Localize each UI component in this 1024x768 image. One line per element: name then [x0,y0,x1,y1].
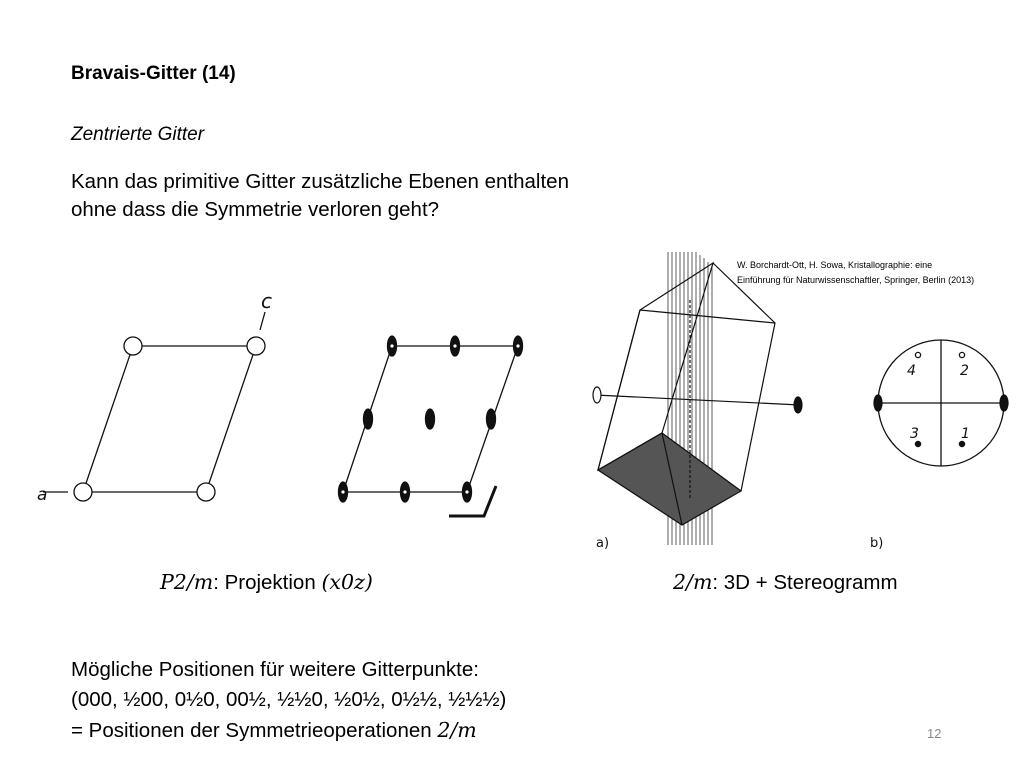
lattice-point [196,482,216,502]
caption-math-2: (x0z) [321,570,373,594]
twofold-3d-figure: a) [592,252,803,551]
pole-open [914,351,922,359]
lattice-point [246,336,266,356]
twofold-axis-symbol [424,408,436,430]
stereo-label-3: 3 [910,426,919,442]
subfigure-label-a: a) [596,536,609,551]
twofold-axis-symbol [873,394,883,412]
pole-open [958,351,966,359]
slide-subtitle: Zentrierte Gitter [71,124,205,145]
caption-text: : 3D + Stereogramm [712,571,898,594]
stereogram-figure: 4 2 3 1 b) [870,339,1009,551]
positions-conclusion: = Positionen der Symmetrieoperationen 2/… [71,716,477,745]
shaded-base [596,432,743,526]
twofold-axis-symbol [592,386,602,404]
citation-line-1: W. Borchardt-Ott, H. Sowa, Kristallograp… [737,260,933,270]
twofold-axis-symbol [793,396,803,414]
caption-math: 2/m [673,570,713,594]
question-line-2: ohne dass die Symmetrie verloren geht? [71,198,440,221]
lattice-point [73,482,93,502]
axis-label-c: c [261,289,272,313]
positions-heading: Mögliche Positionen für weitere Gitterpu… [71,658,479,681]
twofold-axis-symbol [485,408,497,430]
caption-3d: 2/m: 3D + Stereogramm [673,570,898,595]
conclusion-math: 2/m [437,718,477,742]
stereo-label-4: 4 [907,363,916,379]
slide-title: Bravais-Gitter (14) [71,63,236,84]
positions-list: (000, ½00, 0½0, 00½, ½½0, ½0½, 0½½, ½½½) [71,688,507,711]
twofold-axis-symbol [362,408,374,430]
p2m-projection-figure [337,335,524,518]
subfigure-label-b: b) [870,536,883,551]
mirror-plane-symbol [449,485,498,518]
caption-projection: P2/m: Projektion (x0z) [160,570,373,595]
citation-line-2: Einführung für Naturwissenschaftler, Spr… [737,275,975,285]
stereo-label-1: 1 [961,426,970,442]
caption-text: : Projektion [213,571,322,594]
lattice-projection-figure: c a [37,289,272,505]
stereo-label-2: 2 [960,363,969,379]
pole-filled [914,440,922,448]
twofold-axis-symbol [999,394,1009,412]
conclusion-text: = Positionen der Symmetrieoperationen [71,719,438,742]
axis-label-a: a [37,485,47,505]
page-number: 12 [927,726,942,741]
caption-math: P2/m [160,570,214,594]
lattice-point [123,336,143,356]
question-line-1: Kann das primitive Gitter zusätzliche Eb… [71,170,569,193]
pole-filled [958,440,966,448]
